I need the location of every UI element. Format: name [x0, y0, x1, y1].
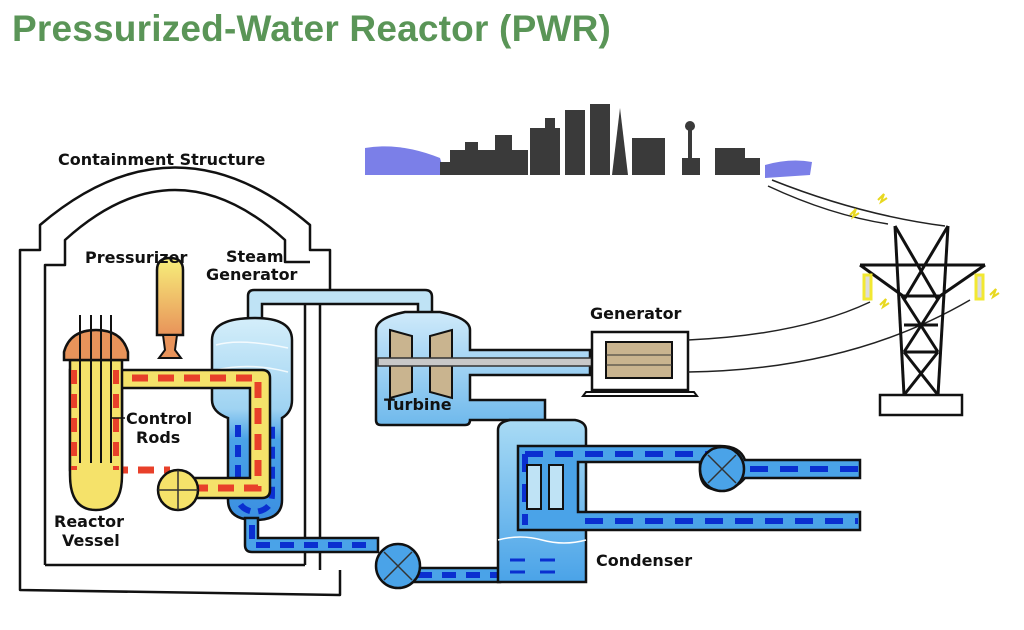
containment-structure — [18, 166, 342, 597]
turbine-label: Turbine — [384, 395, 452, 414]
feedwater-line — [243, 516, 502, 590]
control-rods-label-line2: Rods — [136, 428, 180, 447]
steam-generator-label-line2: Generator — [206, 265, 298, 284]
cooling-water-loop — [516, 444, 862, 532]
control-rods-label-line1: Control — [126, 409, 192, 428]
containment-label: Containment Structure — [58, 150, 265, 169]
primary-pump — [156, 468, 200, 512]
pressurizer — [155, 256, 185, 359]
pressurizer-label: Pressurizer — [85, 248, 187, 267]
generator — [581, 330, 699, 397]
city-skyline — [365, 104, 812, 178]
power-lines — [687, 179, 971, 373]
transmission-tower — [859, 225, 986, 417]
reactor-vessel — [62, 328, 130, 512]
generator-label: Generator — [590, 304, 682, 323]
reactor-vessel-label-line1: Reactor — [54, 512, 124, 531]
reactor-vessel-label-line2: Vessel — [62, 531, 120, 550]
turbine — [374, 310, 599, 427]
steam-generator-label-line1: Steam — [226, 247, 284, 266]
page-title: Pressurized-Water Reactor (PWR) — [12, 8, 612, 49]
condenser-label: Condenser — [596, 551, 692, 570]
insulator-sparks — [769, 165, 1000, 310]
control-rods — [79, 315, 125, 463]
